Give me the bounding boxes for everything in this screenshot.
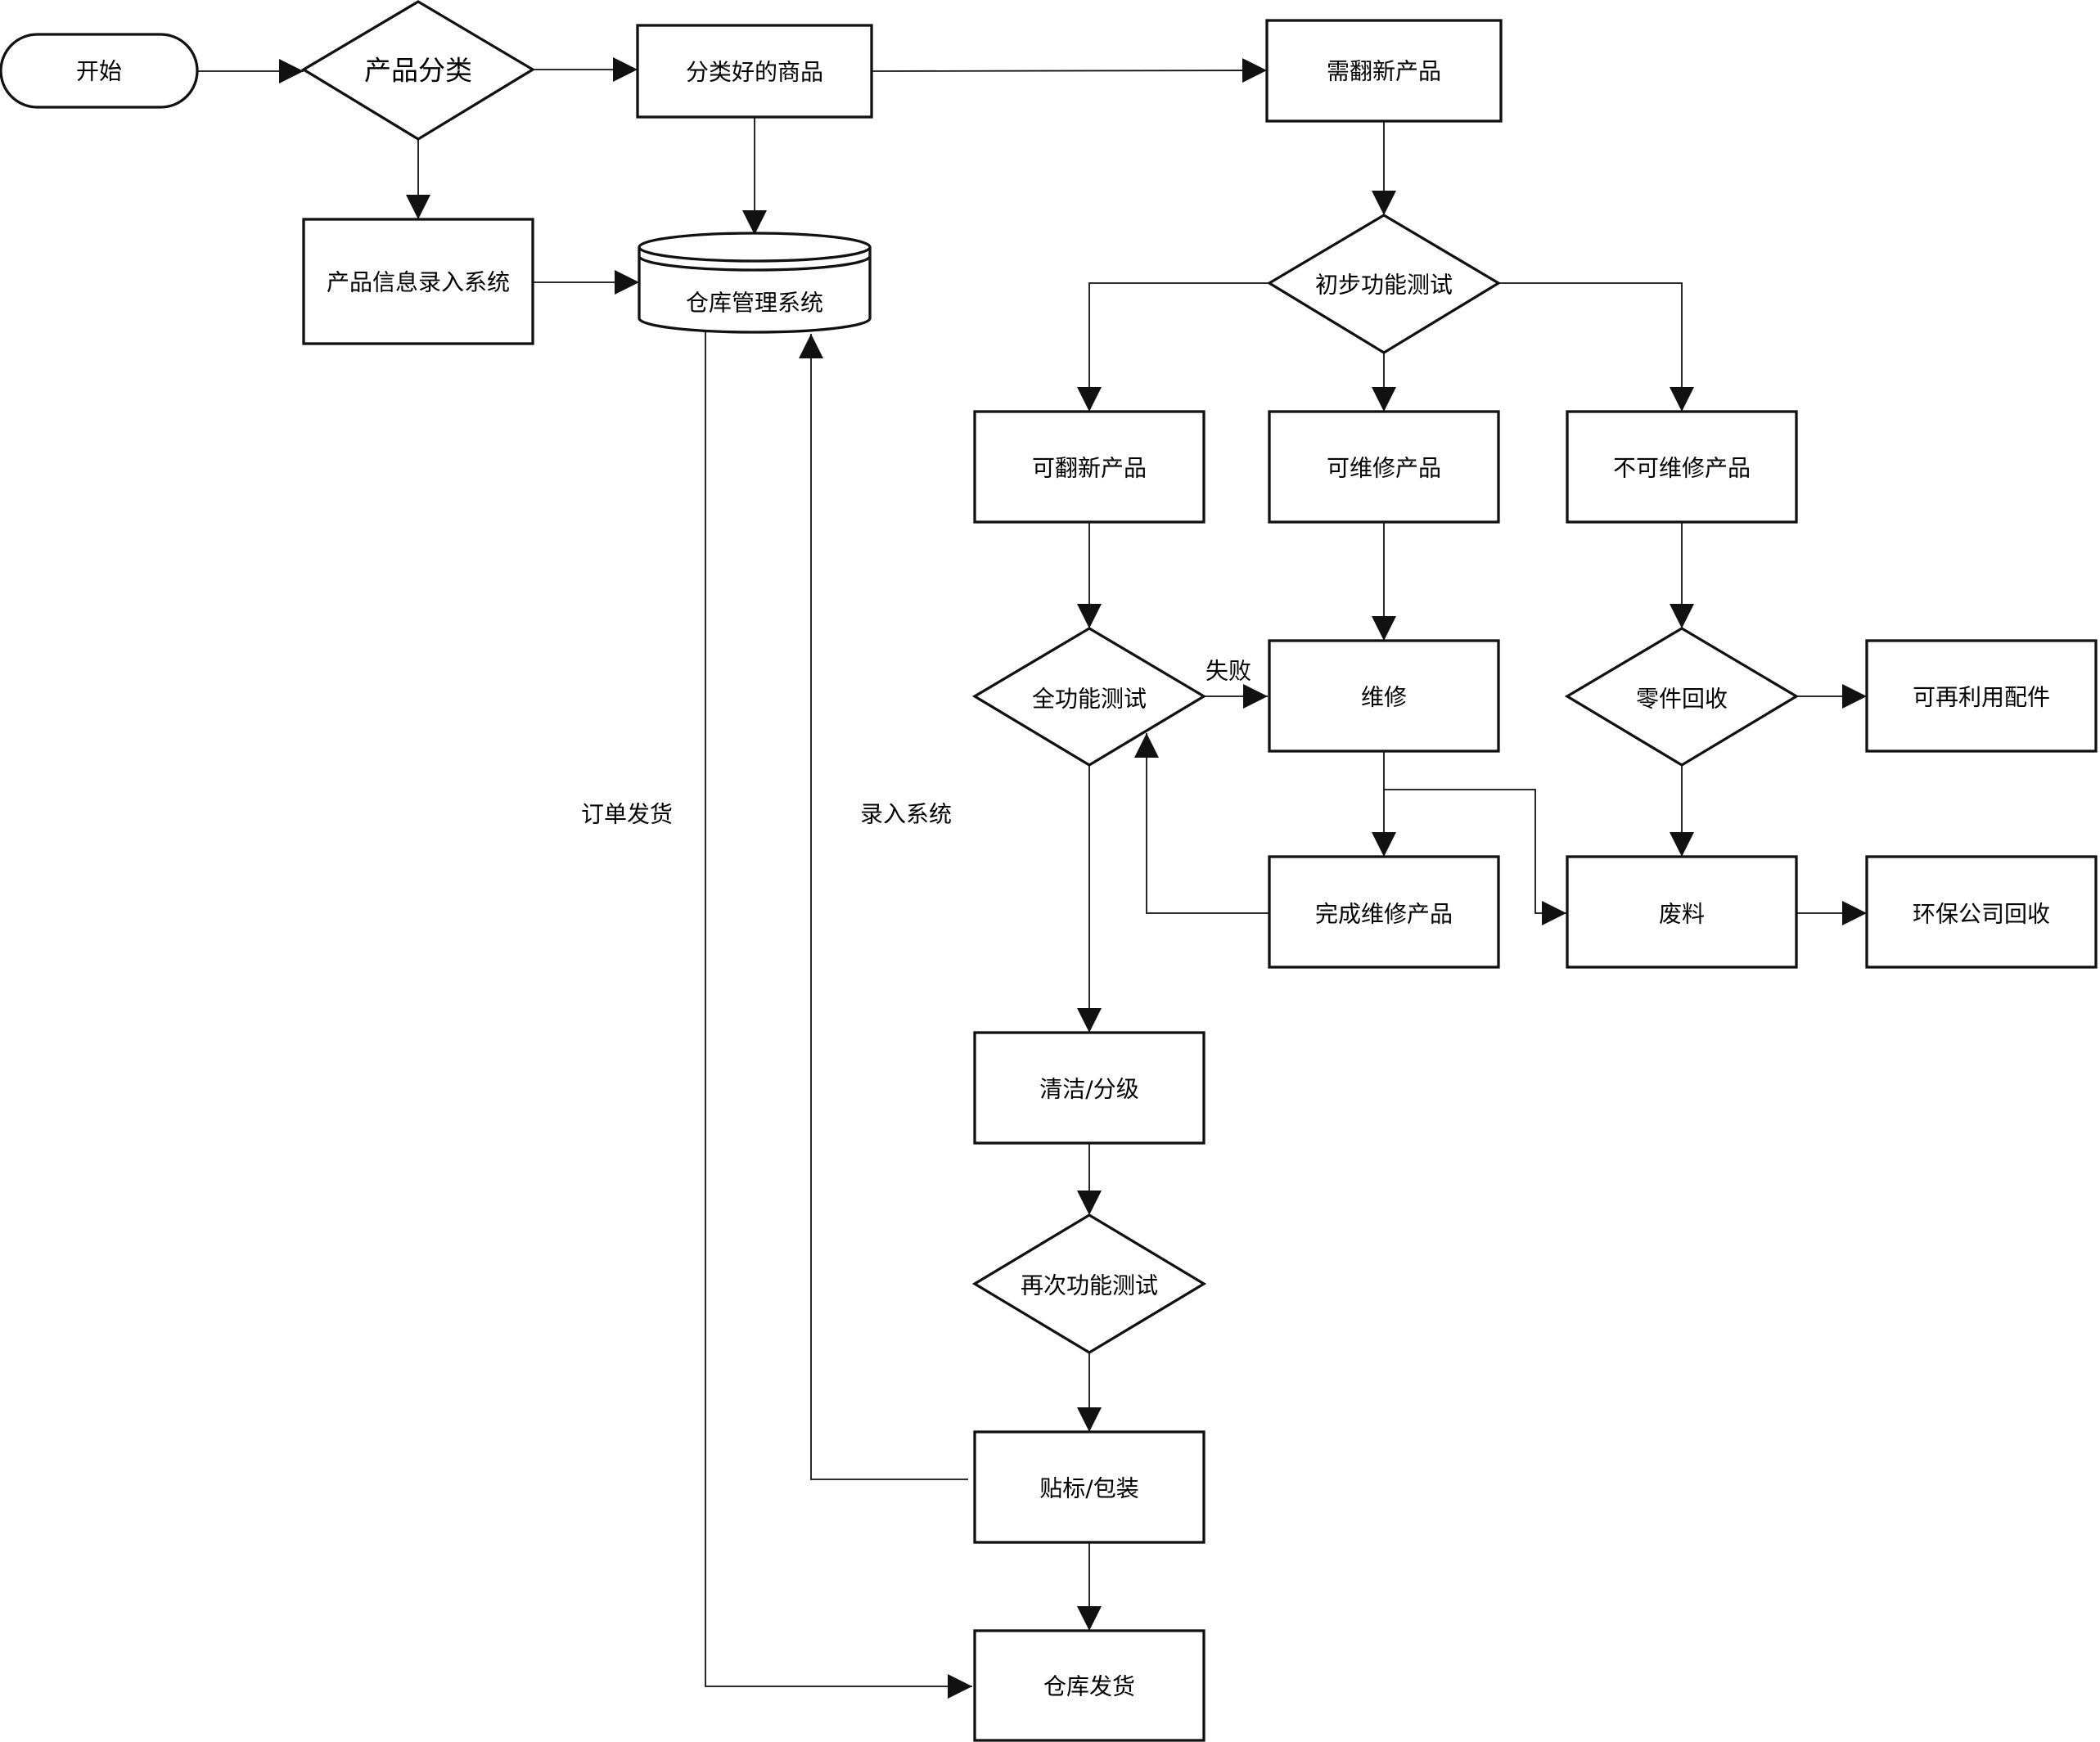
refurbishable-node: 可翻新产品 [973, 410, 1205, 524]
repairable-node: 可维修产品 [1268, 410, 1500, 524]
start-label: 开始 [76, 58, 122, 85]
edge-repair-to-scrap [1384, 789, 1566, 925]
reusable-parts-node: 可再利用配件 [1865, 639, 2098, 753]
repair-label: 维修 [1361, 684, 1407, 711]
warehouse-ship-label: 仓库发货 [1043, 1673, 1135, 1700]
enter-system-label: 录入系统 [860, 801, 952, 828]
needs-refurb-label: 需翻新产品 [1327, 58, 1441, 85]
full-test-decision: 全功能测试 [971, 627, 1207, 767]
scrap-label: 废料 [1659, 901, 1705, 928]
warehouse-system-node: 仓库管理系统 [638, 232, 872, 334]
needs-refurb-node: 需翻新产品 [1265, 19, 1503, 123]
edges [197, 57, 1867, 1699]
classified-goods-label: 分类好的商品 [686, 59, 823, 86]
classify-label: 产品分类 [364, 55, 472, 87]
unrepairable-node: 不可维修产品 [1566, 410, 1798, 524]
repair-node: 维修 [1268, 639, 1500, 753]
initial-test-decision: 初步功能测试 [1266, 214, 1502, 354]
parts-recovery-decision: 零件回收 [1564, 627, 1800, 767]
edge-initial-test-to-refurbishable [1077, 282, 1269, 412]
repaired-product-label: 完成维修产品 [1315, 901, 1453, 928]
edge-initial-test-to-unrepairable [1498, 282, 1694, 412]
start-node: 开始 [0, 33, 199, 109]
edge-repaired-product-to-full-test [1134, 733, 1269, 914]
retest-decision: 再次功能测试 [971, 1213, 1207, 1354]
repairable-label: 可维修产品 [1327, 455, 1441, 482]
order-ship-label: 订单发货 [581, 801, 673, 828]
unrepairable-label: 不可维修产品 [1613, 455, 1751, 482]
eco-recycling-node: 环保公司回收 [1865, 855, 2098, 969]
eco-recycling-label: 环保公司回收 [1913, 901, 2050, 928]
full-test-label: 全功能测试 [1032, 686, 1147, 713]
warehouse-ship-node: 仓库发货 [973, 1629, 1205, 1742]
reusable-parts-label: 可再利用配件 [1913, 684, 2050, 711]
edge-label-pack-to-warehouse-system [799, 334, 968, 1480]
edge-warehouse-system-to-warehouse-ship [705, 332, 972, 1699]
edge-labels: 失败 订单发货 录入系统 [581, 658, 1251, 828]
repaired-product-node: 完成维修产品 [1268, 855, 1500, 969]
edge-classified-goods-to-needs-refurb [871, 58, 1268, 83]
classified-goods-node: 分类好的商品 [636, 24, 873, 119]
product-info-entry-label: 产品信息录入系统 [327, 269, 510, 296]
classify-decision: 产品分类 [300, 0, 536, 141]
label-pack-node: 贴标/包装 [973, 1430, 1205, 1544]
warehouse-system-label: 仓库管理系统 [686, 290, 823, 317]
scrap-node: 废料 [1566, 855, 1798, 969]
fail-label: 失败 [1205, 658, 1251, 685]
refurbishable-label: 可翻新产品 [1032, 455, 1147, 482]
initial-test-label: 初步功能测试 [1315, 272, 1453, 299]
label-pack-label: 贴标/包装 [1039, 1475, 1138, 1502]
clean-grade-node: 清洁/分级 [973, 1031, 1205, 1145]
clean-grade-label: 清洁/分级 [1039, 1076, 1138, 1103]
product-info-entry-node: 产品信息录入系统 [302, 218, 534, 345]
retest-label: 再次功能测试 [1021, 1272, 1158, 1299]
parts-recovery-label: 零件回收 [1636, 686, 1728, 713]
